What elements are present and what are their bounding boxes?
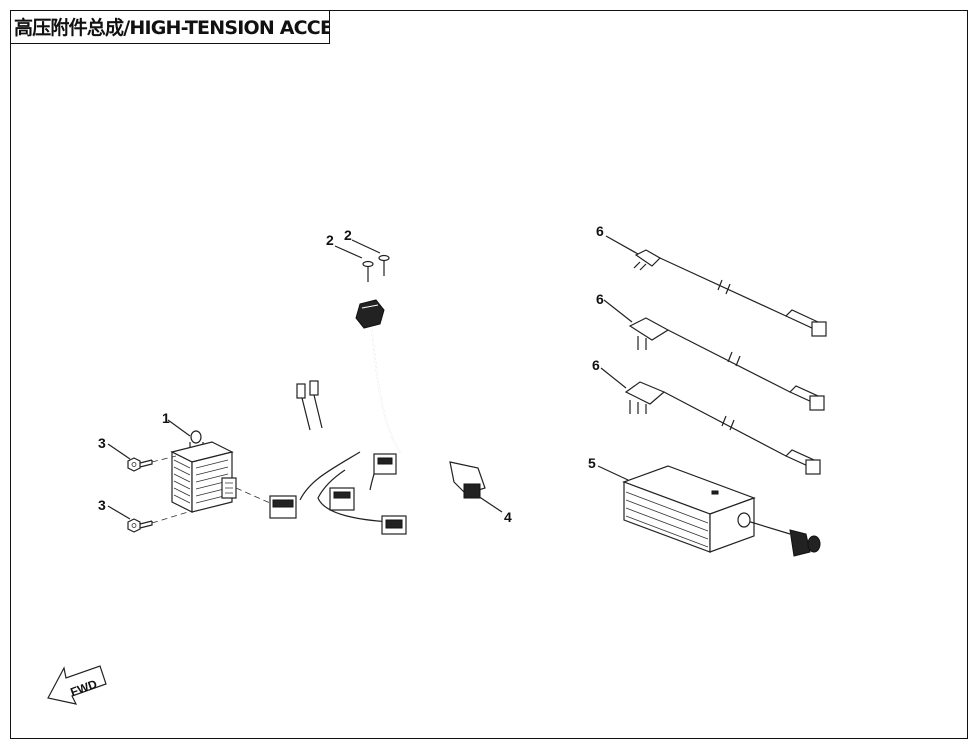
charger-part[interactable] bbox=[622, 465, 821, 557]
callout-pin-left: 2 bbox=[326, 232, 334, 248]
pin-left[interactable] bbox=[362, 260, 374, 283]
wire-harness-part[interactable] bbox=[269, 299, 486, 535]
pin-right[interactable] bbox=[378, 254, 390, 277]
callout-bolt-upper: 3 bbox=[98, 435, 106, 451]
power-cord-bottom[interactable] bbox=[624, 381, 821, 475]
bolt-lower[interactable] bbox=[127, 518, 153, 533]
page-title: 高压附件总成/HIGH-TENSION ACCESSORIES bbox=[10, 10, 330, 44]
callout-cord-top: 6 bbox=[596, 223, 604, 239]
callout-regulator: 1 bbox=[162, 410, 170, 426]
callout-cord-middle: 6 bbox=[596, 291, 604, 307]
power-cord-top[interactable] bbox=[633, 249, 827, 337]
regulator-part[interactable] bbox=[170, 430, 237, 513]
drawing-frame bbox=[10, 10, 968, 739]
callout-cord-bottom: 6 bbox=[592, 357, 600, 373]
fwd-arrow-icon: FWD bbox=[47, 665, 107, 705]
callout-harness: 4 bbox=[504, 509, 512, 525]
leader-lines bbox=[107, 235, 639, 520]
callout-pin-right: 2 bbox=[344, 227, 352, 243]
callout-bolt-lower: 3 bbox=[98, 497, 106, 513]
bolt-upper[interactable] bbox=[127, 457, 153, 472]
callout-charger: 5 bbox=[588, 455, 596, 471]
